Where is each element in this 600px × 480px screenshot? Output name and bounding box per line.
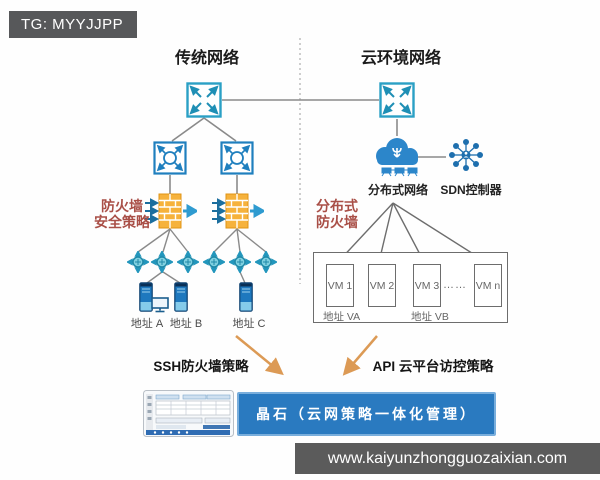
switch-icon bbox=[177, 251, 199, 273]
api-policy-label: API 云平台访控策略 bbox=[372, 359, 494, 374]
layer3-switch-icon bbox=[153, 141, 187, 175]
addr-va-label: 地址 VA bbox=[323, 311, 361, 323]
sdn-controller-icon bbox=[447, 138, 485, 176]
product-banner: 晶石（云网策略一体化管理） bbox=[237, 392, 496, 436]
monitor-icon bbox=[151, 297, 169, 313]
router-icon bbox=[379, 82, 415, 118]
vm-host-container: VM 1 VM 2 VM 3 …… VM n 地址 VA 地址 VB bbox=[313, 252, 508, 323]
vm-1-box: VM 1 bbox=[326, 264, 354, 307]
router-icon bbox=[186, 82, 222, 118]
firewall-icon bbox=[143, 192, 197, 230]
host-a-label: 地址 A bbox=[130, 318, 164, 330]
traditional-network-title: 传统网络 bbox=[174, 50, 240, 67]
switch-icon bbox=[127, 251, 149, 273]
addr-vb-label: 地址 VB bbox=[411, 311, 449, 323]
distributed-firewall-label: 分布式 防火墙 bbox=[316, 198, 358, 230]
cloud-network-icon bbox=[368, 135, 426, 179]
server-icon bbox=[239, 282, 253, 312]
cloud-network-title: 云环境网络 bbox=[360, 50, 442, 67]
vm-n-box: VM n bbox=[474, 264, 502, 307]
ssh-policy-label: SSH防火墙策略 bbox=[153, 359, 249, 374]
vm-2-box: VM 2 bbox=[368, 264, 396, 307]
layer3-switch-icon bbox=[220, 141, 254, 175]
host-c-label: 地址 C bbox=[232, 318, 266, 330]
host-b-label: 地址 B bbox=[169, 318, 203, 330]
sdn-controller-label: SDN控制器 bbox=[440, 183, 502, 197]
firewall-icon bbox=[210, 192, 264, 230]
server-icon bbox=[174, 282, 188, 312]
server-icon bbox=[139, 282, 153, 312]
firewall-policy-label: 防火墙 安全策略 bbox=[94, 198, 150, 230]
site-watermark: www.kaiyunzhongguozaixian.com bbox=[295, 443, 600, 474]
vm-3-box: VM 3 bbox=[413, 264, 441, 307]
tg-watermark: TG: MYYJJPP bbox=[9, 11, 137, 38]
switch-icon bbox=[151, 251, 173, 273]
console-thumbnail bbox=[143, 390, 234, 437]
switch-icon bbox=[229, 251, 251, 273]
switch-icon bbox=[203, 251, 225, 273]
switch-icon bbox=[255, 251, 277, 273]
vm-ellipsis: …… bbox=[443, 279, 467, 291]
distributed-network-label: 分布式网络 bbox=[367, 183, 429, 197]
